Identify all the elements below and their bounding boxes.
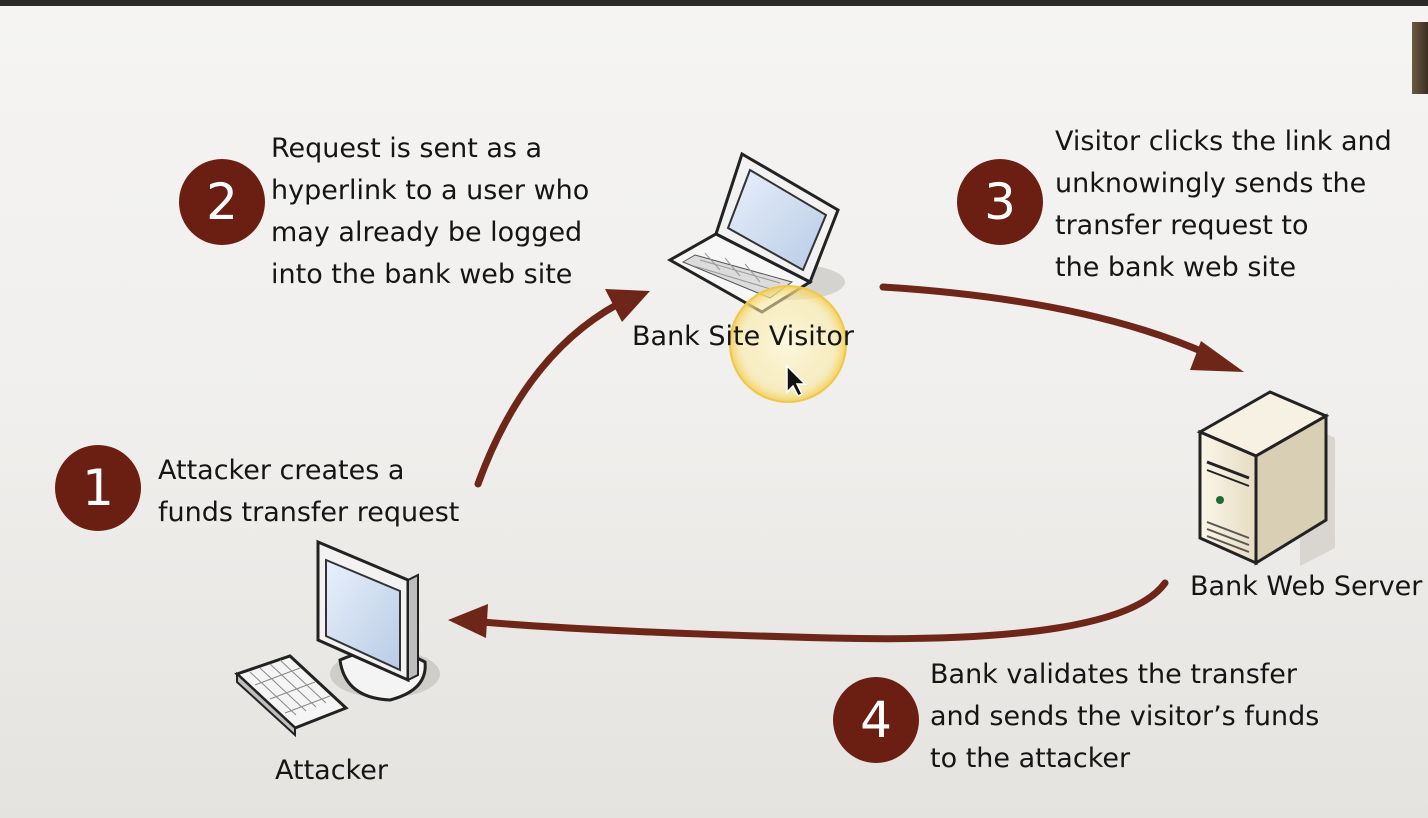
cursor-highlight	[729, 285, 847, 403]
laptop-icon	[666, 151, 845, 314]
step-4-text: Bank validates the transfer and sends th…	[930, 659, 1320, 774]
attacker-label: Attacker	[275, 755, 388, 786]
arrow-server-to-attacker	[448, 579, 1169, 643]
arrow-visitor-to-server	[879, 283, 1244, 372]
top-edge-bar	[0, 0, 1428, 6]
step-1-badge: 1	[55, 445, 141, 531]
server-icon	[1196, 390, 1335, 566]
step-4-badge: 4	[833, 677, 919, 763]
server-label: Bank Web Server	[1190, 571, 1423, 602]
step-3-text: Visitor clicks the link and unknowingly …	[1055, 126, 1392, 283]
desktop-computer-icon	[316, 539, 440, 702]
step-2-badge: 2	[179, 159, 265, 245]
mouse-cursor-icon	[786, 364, 807, 398]
step-3-badge: 3	[957, 159, 1043, 245]
step-2-text: Request is sent as a hyperlink to a user…	[271, 133, 590, 290]
step-1-text: Attacker creates a funds transfer reques…	[158, 455, 460, 528]
webcam-overlay-fragment	[1412, 22, 1428, 94]
keyboard-icon	[234, 654, 349, 738]
arrow-attacker-to-visitor	[474, 289, 650, 488]
visitor-label: Bank Site Visitor	[632, 321, 854, 352]
